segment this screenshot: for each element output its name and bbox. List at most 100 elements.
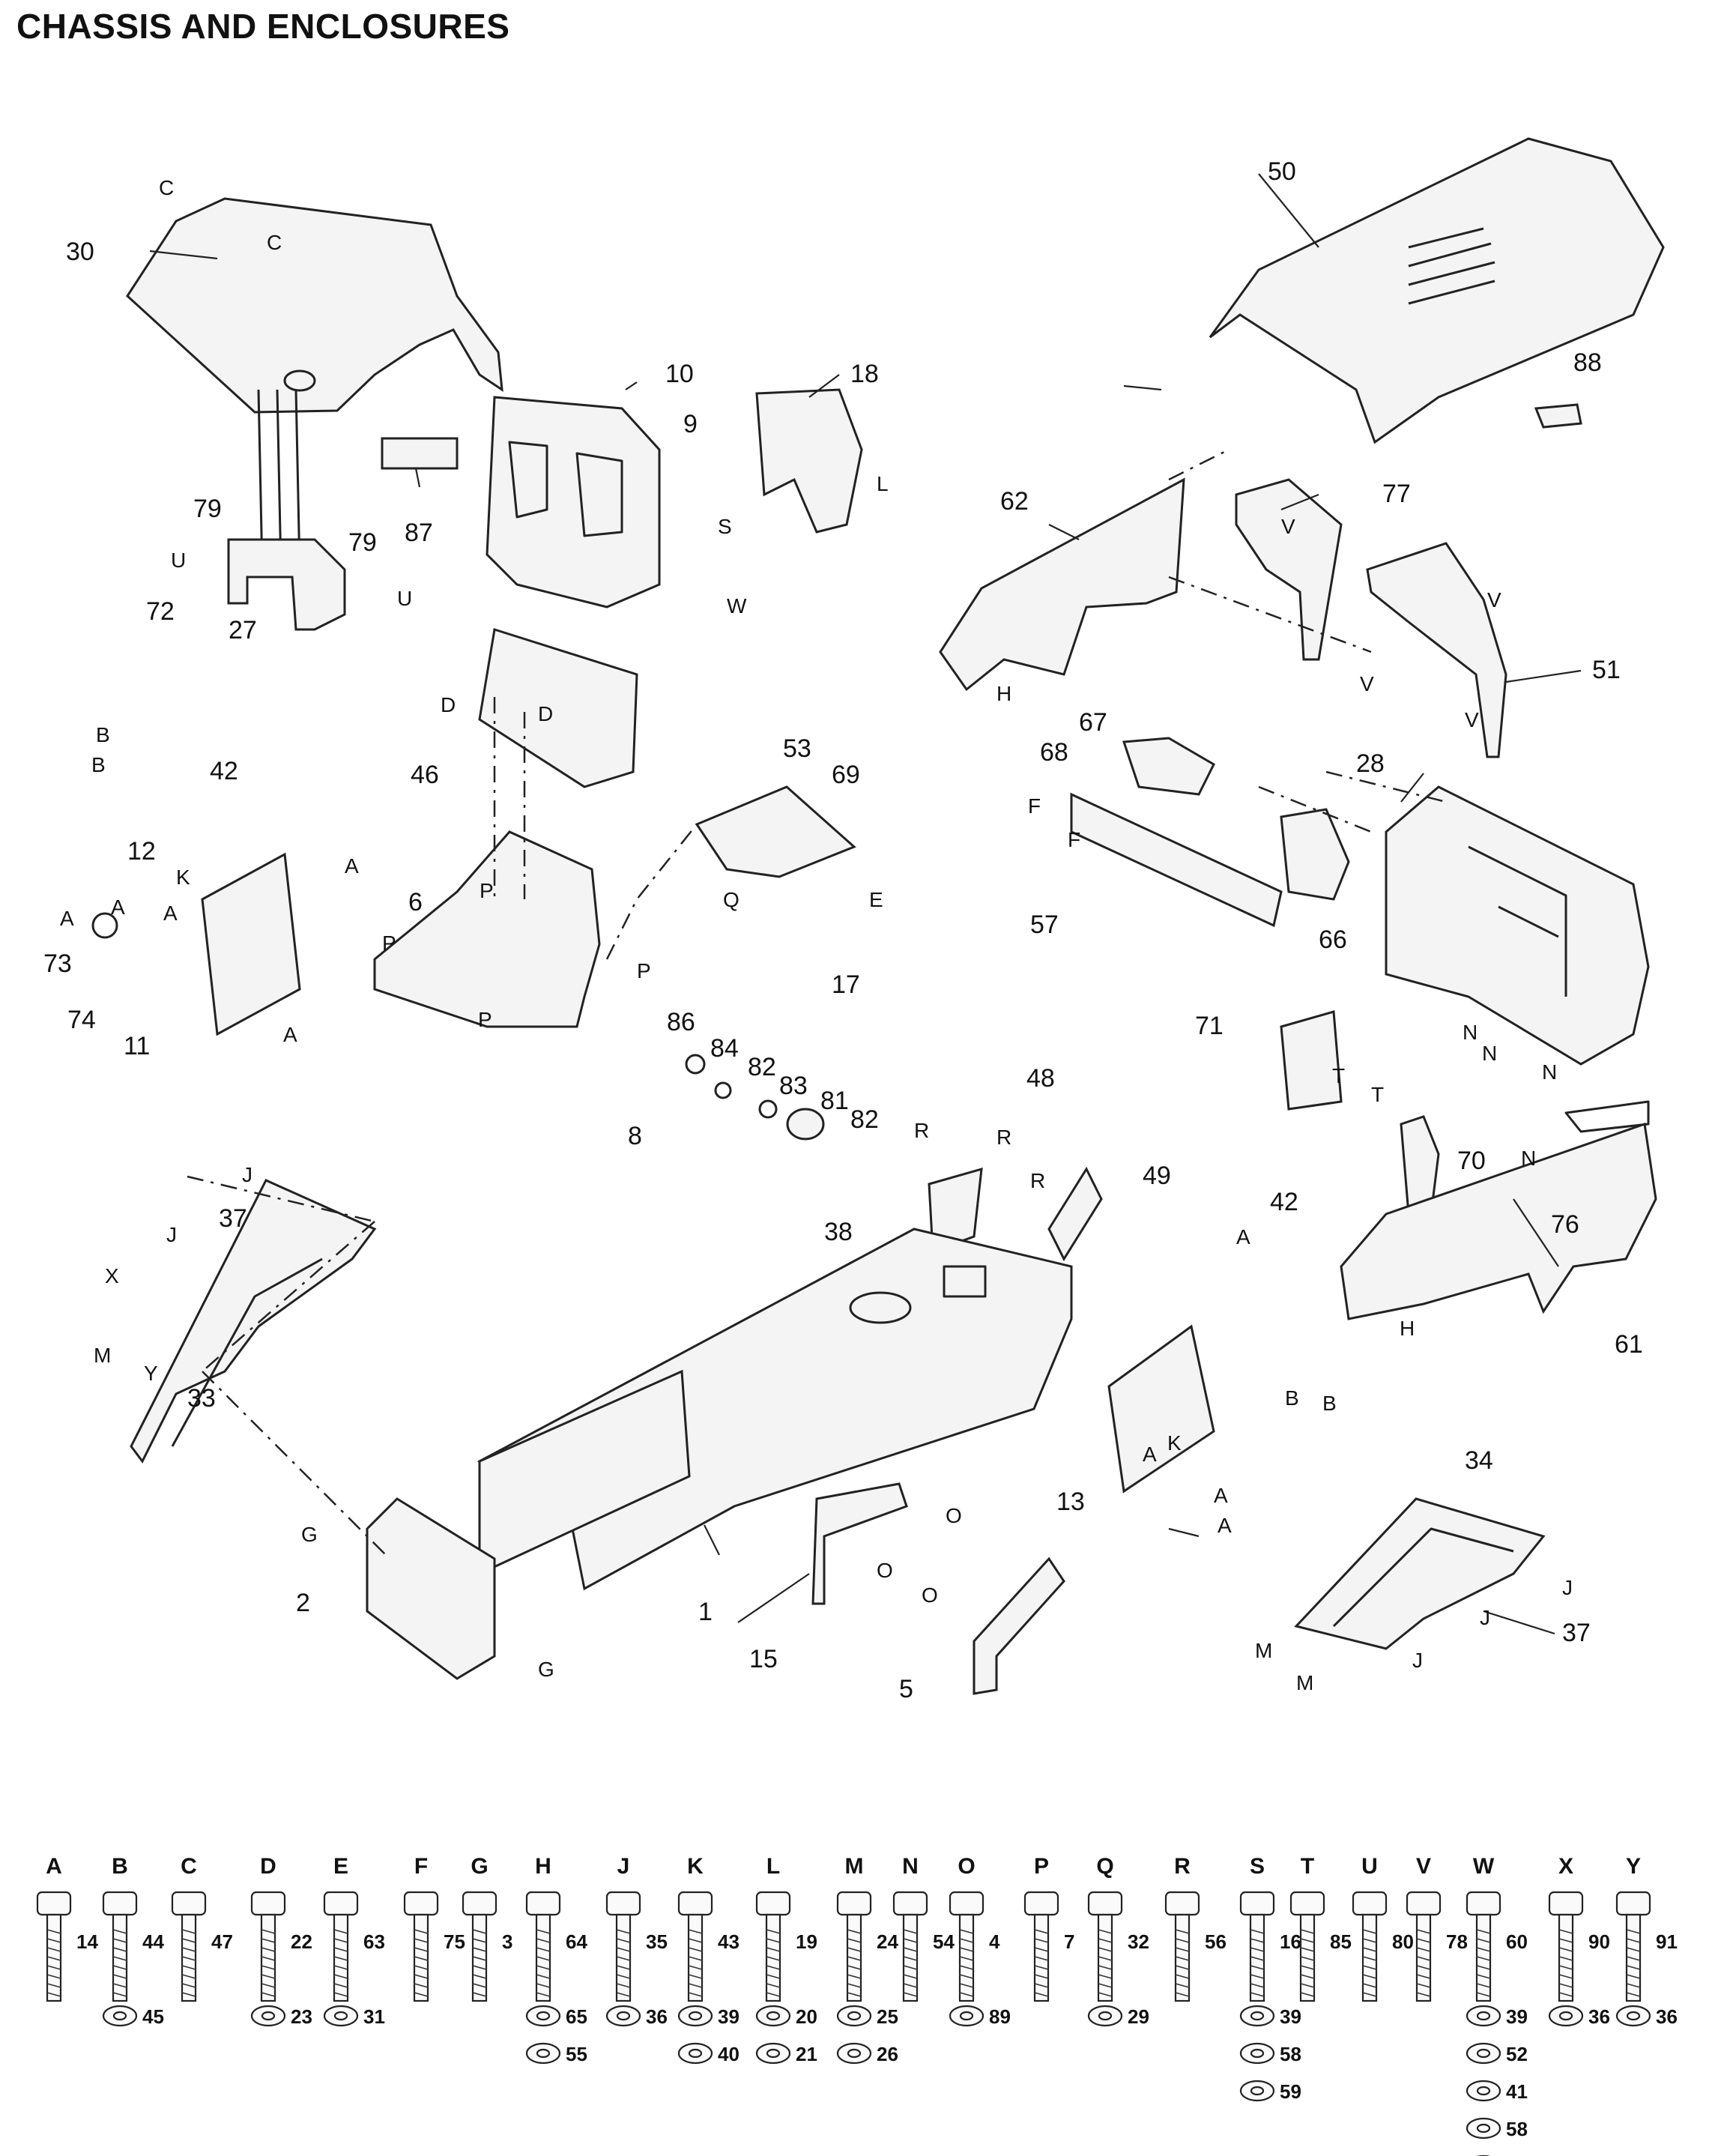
ref-letter: M [1255, 1639, 1272, 1662]
fastener-icon [1352, 1891, 1388, 2002]
callout-1: 1 [698, 1598, 713, 1626]
ref-letter: L [877, 472, 889, 495]
ref-letter: N [1482, 1042, 1497, 1065]
nut-washer-icon [323, 2005, 359, 2027]
callout-13: 13 [1056, 1488, 1085, 1516]
callout-53: 53 [783, 734, 811, 763]
callout-70: 70 [1457, 1147, 1486, 1175]
page-title: CHASSIS AND ENCLOSURES [16, 7, 510, 46]
dash-panel-hole [283, 369, 316, 392]
hardware-letter: C [181, 1854, 197, 1879]
hardware-letter: N [902, 1854, 919, 1879]
callout-71: 71 [1195, 1012, 1224, 1040]
frame-1 [477, 1228, 1073, 1591]
hardware-part-number: 85 [1330, 1930, 1352, 1953]
nut-washer-icon [1615, 2005, 1651, 2027]
callout-61: 61 [1615, 1330, 1643, 1359]
ref-letter: A [1214, 1484, 1228, 1507]
nut-washer-icon [836, 2005, 872, 2027]
callout-27: 27 [229, 616, 257, 644]
nut-washer-icon [677, 2042, 713, 2065]
ref-letter: O [946, 1504, 962, 1527]
bushing-86 [685, 1054, 706, 1075]
fastener-icon [525, 1891, 561, 2002]
side-panel-62 [939, 477, 1185, 692]
ref-letter: M [1296, 1671, 1313, 1694]
nut-washer-icon [677, 2005, 713, 2027]
ref-letter: G [301, 1523, 318, 1546]
nut-washer-icon [949, 2005, 985, 2027]
hardware-part-number: 24 [877, 1930, 898, 1953]
hardware-part-number: 39 [1506, 2005, 1528, 2028]
bearing-84 [714, 1081, 732, 1099]
ref-letter: J [1412, 1649, 1423, 1672]
callout-numbers: 30 10 9 18 87 79 79 27 72 42 46 12 73 74… [43, 157, 1643, 1703]
hardware-letter: S [1250, 1854, 1265, 1879]
grill-66 [1280, 808, 1350, 901]
fastener-icon [949, 1891, 985, 2002]
hardware-letter: O [958, 1854, 975, 1879]
fastener-icon [36, 1891, 72, 2002]
nut-washer-icon [755, 2005, 791, 2027]
ref-letter: M [94, 1344, 111, 1367]
ref-letter: X [105, 1264, 119, 1287]
hardware-part-number: 65 [566, 2005, 587, 2028]
ref-letter: T [1332, 1064, 1345, 1087]
hardware-part-number: 31 [363, 2005, 385, 2028]
ref-letter: W [727, 594, 747, 617]
fastener-icon [403, 1891, 439, 2002]
ref-letter: R [1030, 1169, 1045, 1192]
ref-letter: Q [723, 888, 740, 911]
ref-letter: O [877, 1559, 893, 1582]
hardware-part-number: 36 [1656, 2005, 1678, 2028]
hardware-part-number: 36 [646, 2005, 668, 2028]
callout-6: 6 [408, 888, 423, 917]
bracket-46 [478, 628, 638, 788]
fastener-icon [755, 1891, 791, 2002]
ref-letter: H [1400, 1317, 1415, 1340]
callout-18: 18 [850, 360, 879, 388]
hardware-part-number: 63 [363, 1930, 385, 1953]
callout-8: 8 [628, 1122, 642, 1150]
callout-76: 76 [1551, 1210, 1579, 1239]
ref-letter: U [397, 587, 412, 610]
panel-2 [366, 1497, 496, 1680]
fastener-icon [1289, 1891, 1325, 2002]
nut-washer-icon [250, 2005, 286, 2027]
hardware-letter: X [1558, 1854, 1573, 1879]
hardware-letter: H [535, 1854, 551, 1879]
callout-2: 2 [296, 1589, 310, 1617]
hardware-part-number: 60 [1506, 1930, 1528, 1953]
callout-57: 57 [1030, 911, 1059, 939]
nut-washer-icon [1239, 2042, 1275, 2065]
callout-74: 74 [67, 1006, 96, 1034]
hardware-part-number: 7 [1064, 1930, 1074, 1953]
nut-washer-icon [525, 2005, 561, 2027]
ref-letter: E [869, 888, 883, 911]
bracket-49 [1047, 1166, 1103, 1262]
callout-84: 84 [710, 1034, 739, 1063]
hardware-part-number: 39 [718, 2005, 740, 2028]
callout-37: 37 [1562, 1619, 1591, 1647]
callout-88: 88 [1573, 348, 1602, 377]
fastener-icon [892, 1891, 928, 2002]
hardware-part-number: 14 [76, 1930, 98, 1953]
ref-letter: B [91, 753, 106, 776]
hardware-part-number: 80 [1392, 1930, 1414, 1953]
hardware-part-number: 90 [1588, 1930, 1610, 1953]
callout-33: 33 [187, 1384, 216, 1413]
hardware-letter: E [333, 1854, 348, 1879]
callout-leaders [149, 173, 1582, 1635]
callout-79: 79 [348, 528, 377, 557]
ref-letter: P [480, 879, 494, 902]
grill-housing-28 [1385, 785, 1650, 1066]
bracket-51 [1366, 542, 1507, 758]
hardware-letter: T [1301, 1854, 1314, 1879]
ref-letter: F [1068, 828, 1080, 851]
bracket-71 [1280, 1010, 1343, 1111]
hardware-part-number: 19 [796, 1930, 817, 1953]
